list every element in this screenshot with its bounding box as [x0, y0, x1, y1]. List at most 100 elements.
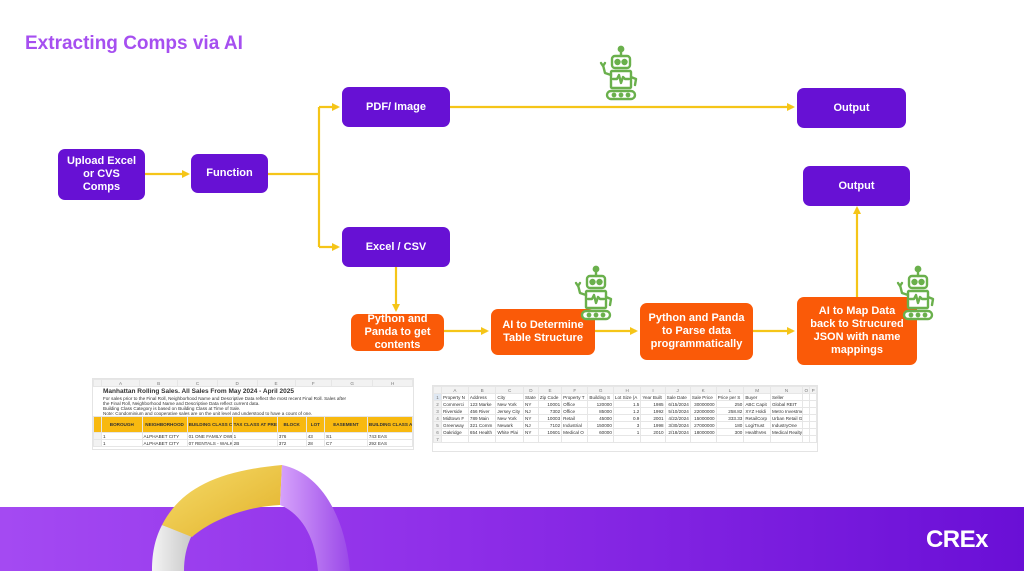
sheet-column-header-row: A B C D E F G H: [93, 379, 413, 387]
col-header: G: [331, 379, 374, 387]
cell: Office: [561, 400, 589, 408]
col-header: O: [802, 386, 811, 394]
cell: [802, 407, 811, 415]
cell: XYZ Holdi: [743, 407, 771, 415]
upload-node-label: Upload Excel or CVS Comps: [66, 155, 137, 193]
cell: 0.9: [612, 414, 642, 422]
cell: 10003: [537, 414, 563, 422]
cell: [802, 400, 811, 408]
cell: 789 Main: [467, 414, 497, 422]
sheet-note: the Final Roll, Neighborhood Name and De…: [103, 401, 260, 406]
python-get-node[interactable]: Python and Panda to get contents: [351, 313, 444, 351]
cell: 120000: [587, 400, 614, 408]
cell: HealthVes: [743, 428, 771, 436]
cell: 5/10/2024: [664, 407, 691, 415]
cell: Urban Retail Group: [769, 414, 804, 422]
ai-structure-node-label: AI to Determine Table Structure: [502, 319, 584, 344]
cell: [689, 435, 717, 443]
cell: 123 Marke: [467, 400, 497, 408]
pdf-image-node[interactable]: PDF/ Image: [342, 87, 450, 127]
cell: [467, 435, 497, 443]
cell: [743, 435, 771, 443]
ai-map-node-label: AI to Map Data back to Strucured JSON wi…: [810, 305, 904, 356]
cell: [809, 421, 817, 429]
cell: C7: [324, 439, 368, 447]
cell: 2/18/2024: [664, 428, 691, 436]
page-title: Extracting Comps via AI: [25, 33, 243, 54]
cell: Jersey City: [495, 407, 525, 415]
pdf-image-node-label: PDF/ Image: [366, 100, 426, 113]
python-get-node-label: Python and Panda to get contents: [364, 313, 431, 351]
header-cell: Price per S: [715, 393, 745, 401]
output-right-node[interactable]: Output: [803, 166, 910, 206]
cell: [441, 435, 469, 443]
cell: [809, 407, 817, 415]
col-header: L: [715, 386, 745, 394]
function-node-label: Function: [206, 167, 253, 179]
header-cell: TAX CLASS AT PRESENT: [231, 416, 278, 433]
cell: Office: [561, 407, 589, 415]
col-header: J: [664, 386, 691, 394]
output-top-node[interactable]: Output: [797, 88, 906, 128]
row-number: 4: [433, 414, 442, 422]
cell: 2001: [640, 414, 666, 422]
cell: [587, 435, 614, 443]
cell: [802, 428, 811, 436]
cell: [523, 435, 539, 443]
cell: RetailCorp: [743, 414, 771, 422]
cell: 2B: [231, 439, 278, 447]
cell: 654 Health: [467, 428, 497, 436]
cell: 258.82: [715, 407, 745, 415]
cell: 150000: [587, 421, 614, 429]
header-cell: BUILDING CLASS CATEGORY: [186, 416, 233, 433]
cell: [809, 400, 817, 408]
header-cell: NEIGHBORHOOD: [141, 416, 188, 433]
table-row: 1 ALPHABET CITY 07 RENTALS - WALKUP APAR…: [93, 439, 413, 447]
cell: 1: [231, 432, 278, 440]
cell: Global REIT: [769, 400, 804, 408]
col-header: A: [100, 379, 141, 387]
cell: New York: [495, 414, 525, 422]
cell: [802, 421, 811, 429]
header-cell: LOT: [305, 416, 326, 433]
col-header: B: [467, 386, 497, 394]
cell: Metro Investments: [769, 407, 804, 415]
excel-csv-node[interactable]: Excel / CSV: [342, 227, 450, 267]
ai-structure-node[interactable]: AI to Determine Table Structure: [491, 309, 595, 355]
cell: [769, 435, 804, 443]
upload-node[interactable]: Upload Excel or CVS Comps: [58, 149, 145, 200]
function-node[interactable]: Function: [191, 154, 268, 193]
col-header: F: [294, 379, 333, 387]
cell: S1: [324, 432, 368, 440]
crex-logo: CREx: [925, 526, 989, 553]
cell: 28: [305, 439, 326, 447]
ai-map-node[interactable]: AI to Map Data back to Strucured JSON wi…: [797, 297, 917, 365]
python-parse-node[interactable]: Python and Panda to Parse data programma…: [640, 303, 753, 360]
cell: Medical Realty Inc.: [769, 428, 804, 436]
cell: [809, 428, 817, 436]
cell: [802, 435, 811, 443]
sheet-note: Note: Condominium and cooperative sales …: [103, 411, 313, 416]
header-cell: [802, 393, 811, 401]
cell: Greenway: [441, 421, 469, 429]
col-header: I: [640, 386, 666, 394]
row-number: 1: [433, 393, 442, 401]
cell: 292 EAS: [366, 439, 413, 447]
cell: Retail: [561, 414, 589, 422]
cell: ALPHABET CITY: [141, 439, 188, 447]
sheet-header-row: BOROUGH NEIGHBORHOOD BUILDING CLASS CATE…: [93, 416, 413, 433]
decorative-ring-graphic: [152, 465, 350, 571]
cell: Industrial: [561, 421, 589, 429]
cell: 743 EAS: [366, 432, 413, 440]
cell: 1: [101, 439, 143, 447]
col-header: E: [256, 379, 296, 387]
table-row: 1 ALPHABET CITY 01 ONE FAMILY DWELLINGS …: [93, 432, 413, 440]
cell: 10601: [537, 428, 563, 436]
python-parse-node-label: Python and Panda to Parse data programma…: [648, 312, 745, 350]
cell: 1.2: [612, 407, 642, 415]
header-cell: Address: [467, 393, 497, 401]
